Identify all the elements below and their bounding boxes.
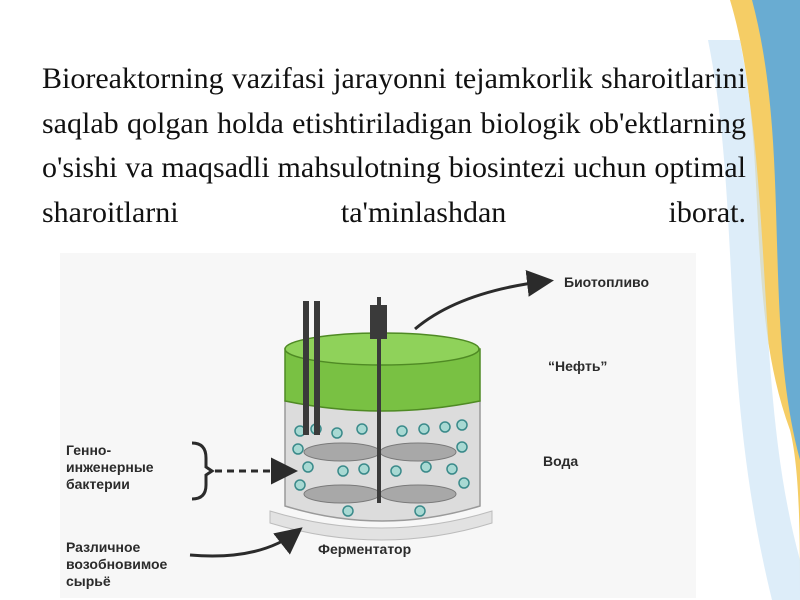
label-fermenter: Ферментатор — [318, 541, 411, 557]
biofuel-arrow — [414, 269, 554, 331]
stirrer-shaft — [377, 297, 381, 503]
label-bacteria: Генно- инженерные бактерии — [66, 442, 157, 492]
impeller-disc — [303, 484, 381, 504]
impeller-disc — [379, 484, 457, 504]
probe-tube — [314, 301, 320, 435]
oil-layer — [284, 348, 481, 412]
label-biofuel: Биотопливо — [564, 274, 649, 290]
description-paragraph: Bioreaktorning vazifasi jarayonni tejamk… — [42, 62, 746, 229]
impeller-disc — [303, 442, 381, 462]
label-oil: “Нефть” — [548, 358, 607, 374]
label-water: Вода — [543, 453, 578, 469]
bacteria-bubbles — [292, 419, 470, 517]
fermenter-base — [269, 510, 493, 541]
feedstock-arrow — [189, 527, 303, 558]
probe-tube — [303, 301, 309, 435]
bioreactor-diagram: Биотопливо “Нефть” Вода Ферментатор Генн… — [60, 253, 696, 598]
bacteria-bracket — [191, 441, 215, 501]
label-feedstock: Различное возобновимое сырьё — [66, 539, 171, 589]
impeller-disc — [379, 442, 457, 462]
